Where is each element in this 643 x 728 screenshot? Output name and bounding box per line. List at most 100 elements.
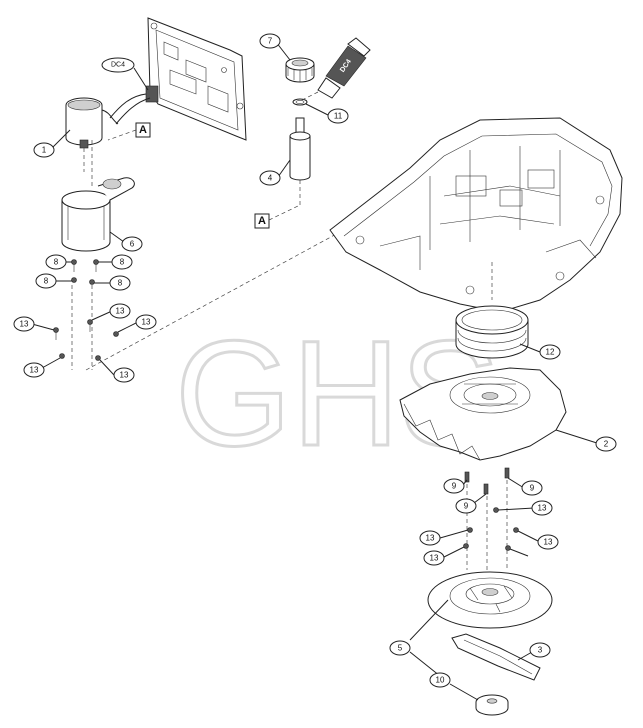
callout-label: 10 [436, 676, 445, 685]
callout-bubble [113, 367, 135, 383]
ref-tag-a-1-text: A [139, 124, 147, 136]
screws-right-group [463, 467, 519, 570]
callout-label: 2 [604, 440, 609, 449]
circuit-board-part [109, 17, 247, 141]
callout-bubble [423, 550, 445, 566]
chassis-body-part [329, 117, 623, 313]
dc4-callout: DC4 [101, 57, 149, 91]
callout-label: 5 [398, 644, 403, 653]
callout-label: 4 [268, 174, 273, 183]
callout-c8d: 8 [109, 275, 131, 291]
callout-c9a: 9 [443, 478, 465, 494]
callout-c13i: 13 [537, 534, 559, 550]
callout-c11: 11 [327, 108, 349, 124]
callout-bubble [419, 530, 441, 546]
dc4-callout-text: DC4 [111, 62, 125, 69]
callout-label: 13 [142, 318, 151, 327]
callout-c3: 3 [529, 642, 551, 658]
callout-label: 12 [546, 348, 555, 357]
callout-bubble [531, 500, 553, 516]
callout-bubble [327, 108, 349, 124]
callout-c8a: 8 [45, 254, 67, 270]
callout-c12: 12 [539, 344, 561, 360]
callout-bubble [539, 344, 561, 360]
callout-label: 13 [430, 554, 439, 563]
callout-bubble [23, 362, 45, 378]
callout-label: 13 [20, 320, 29, 329]
callout-c13b: 13 [135, 314, 157, 330]
callout-bubble [389, 640, 411, 656]
callout-c13g: 13 [419, 530, 441, 546]
cap-part-7 [285, 57, 315, 83]
callout-label: 9 [530, 484, 535, 493]
callout-c9c: 9 [455, 498, 477, 514]
motor-housing-part-6 [61, 177, 135, 252]
ref-tag-a-1: A [107, 122, 151, 141]
blade-disc-part-5 [427, 571, 553, 629]
callout-c13f: 13 [531, 500, 553, 516]
callout-label: 13 [30, 366, 39, 375]
callout-label: 8 [44, 277, 49, 286]
bracket-5-lines [409, 599, 449, 677]
motor-part-1 [65, 97, 119, 172]
callout-label: 6 [130, 240, 135, 249]
callout-label: 13 [538, 504, 547, 513]
callout-label: 9 [464, 502, 469, 511]
callout-c13a: 13 [109, 303, 131, 319]
callout-c8b: 8 [111, 254, 133, 270]
callout-bubble [13, 316, 35, 332]
callout-bubble [595, 436, 617, 452]
callout-label: 8 [118, 279, 123, 288]
callout-bubble [121, 236, 143, 252]
ring-part-12 [455, 305, 529, 359]
callout-bubble [109, 275, 131, 291]
callout-label: 3 [538, 646, 543, 655]
hub-part-10 [475, 694, 509, 716]
callout-bubble [135, 314, 157, 330]
callout-label: 1 [42, 146, 47, 155]
callout-label: 8 [120, 258, 125, 267]
callout-label: 13 [426, 534, 435, 543]
callout-label: 13 [120, 371, 129, 380]
grease-tube-dc4: DC4 [301, 37, 371, 101]
callout-label: 8 [54, 258, 59, 267]
callout-c9b: 9 [521, 480, 543, 496]
callout-bubble [109, 303, 131, 319]
callout-bubble [429, 672, 451, 688]
callout-c1: 1 [33, 142, 55, 158]
callout-c10: 10 [429, 672, 451, 688]
ref-tag-a-2-text: A [258, 215, 266, 227]
callout-bubble [537, 534, 559, 550]
callout-bubble [259, 170, 281, 186]
callout-bubble [521, 480, 543, 496]
leader-lines [31, 41, 601, 701]
callout-bubble [259, 33, 281, 49]
callout-bubble [443, 478, 465, 494]
callout-label: 7 [268, 37, 273, 46]
callout-c6: 6 [121, 236, 143, 252]
screws-left-group [53, 259, 119, 370]
blade-part-3 [451, 633, 541, 681]
alignment-line [85, 231, 341, 371]
callout-c13h: 13 [423, 550, 445, 566]
callout-label: 13 [116, 307, 125, 316]
callout-c13d: 13 [23, 362, 45, 378]
callout-bubble [529, 642, 551, 658]
callout-c2: 2 [595, 436, 617, 452]
callout-c5: 5 [389, 640, 411, 656]
cover-part-2 [399, 367, 567, 461]
callout-bubble [111, 254, 133, 270]
callout-label: 11 [334, 112, 343, 121]
callout-label: 13 [544, 538, 553, 547]
shaft-part-4 [289, 117, 311, 206]
callout-bubble [33, 142, 55, 158]
callout-c4: 4 [259, 170, 281, 186]
callout-label: 9 [452, 482, 457, 491]
ref-tag-a-2: A [254, 205, 299, 229]
callout-bubble [45, 254, 67, 270]
callout-bubble [35, 273, 57, 289]
callout-c7: 7 [259, 33, 281, 49]
callout-c8c: 8 [35, 273, 57, 289]
